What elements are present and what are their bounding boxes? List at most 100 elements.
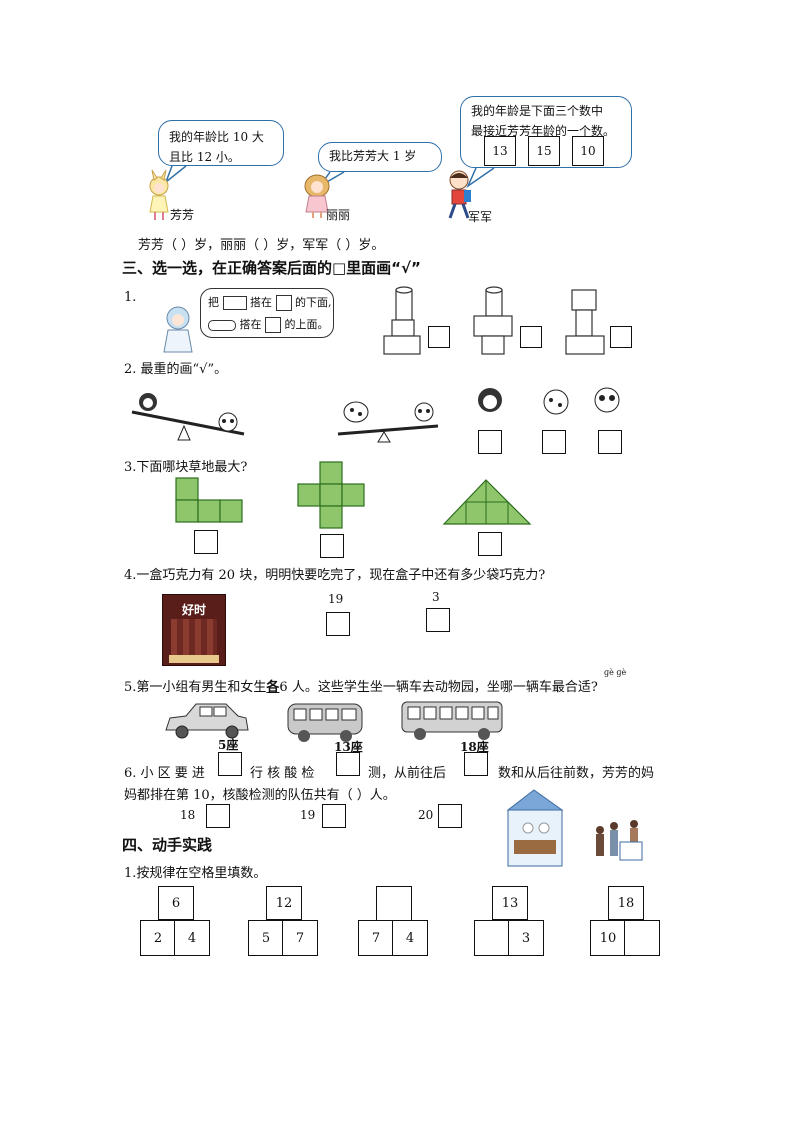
bubble-text: 我比芳芳大 1 岁 <box>329 149 417 163</box>
q5-text-part: 6 人。这些学生坐一辆车去动物园，坐哪一辆车最合适? <box>279 680 598 695</box>
q3-option-b-box[interactable] <box>320 534 344 558</box>
speech-bubble-fangfang: 我的年龄比 10 大 且比 12 小。 <box>158 120 284 166</box>
pyramid-top-cell: 13 <box>492 886 528 920</box>
block-stack-b-icon <box>473 286 513 355</box>
q4-text: 4.一盒巧克力有 20 块，明明快要吃完了，现在盒子中还有多少袋巧克力? <box>124 568 546 583</box>
q6-option-label: 19 <box>300 808 316 822</box>
q6-option-19-box[interactable] <box>322 804 346 828</box>
speech-bubble-lili: 我比芳芳大 1 岁 <box>318 142 442 172</box>
cube-icon <box>275 295 292 311</box>
q4-option-label: 3 <box>432 590 440 604</box>
cuboid-icon <box>222 296 247 310</box>
age-choice: 15 <box>528 136 560 166</box>
cube-icon <box>265 317 281 333</box>
speech-word: 搭在 <box>250 296 272 309</box>
q2-deer-box[interactable] <box>542 430 566 454</box>
age-choice: 13 <box>484 136 516 166</box>
q6-line1-a: 6. 小 区 要 进 <box>124 766 205 781</box>
q1-option-a-box[interactable] <box>428 326 450 348</box>
car-seats-label: 5座 <box>218 738 239 752</box>
speech-word: 的下面, <box>295 296 332 309</box>
q4-option-3-box[interactable] <box>426 608 450 632</box>
minibus-seats-label: 13座 <box>334 740 363 754</box>
q6-blank-2[interactable] <box>336 752 360 776</box>
pyramid-top-cell: 6 <box>158 886 194 920</box>
q1-speech-line2: 搭在 的上面。 <box>208 316 329 333</box>
speech-word: 搭在 <box>239 318 262 331</box>
section4-title: 四、动手实践 <box>122 836 213 854</box>
q6-option-20-box[interactable] <box>438 804 462 828</box>
bubble-text: 我的年龄比 10 大 <box>169 130 264 144</box>
speech-word: 的上面。 <box>284 318 329 331</box>
section3-title: 三、选一选，在正确答案后面的□里面画“√” <box>122 259 421 277</box>
pyramid-left-blank[interactable] <box>474 920 510 956</box>
q6-line1-b: 行 核 酸 检 <box>250 766 315 781</box>
pyramid-right-cell: 3 <box>508 920 544 956</box>
pyramid-right-blank[interactable] <box>624 920 660 956</box>
chocolate-box-icon: 好时 <box>162 594 226 666</box>
bubble-tails <box>164 165 495 189</box>
q5-text-part: 5.第一小组有男生和女生 <box>124 680 267 695</box>
name-fangfang: 芳芳 <box>170 208 195 222</box>
pyramid-right-cell: 4 <box>174 920 210 956</box>
q5-ruby: ɡè ɡè <box>604 668 627 677</box>
boy-junjun-icon <box>448 170 471 219</box>
pyramid-right-cell: 7 <box>282 920 318 956</box>
chocolate-brand: 好时 <box>181 603 206 617</box>
cylinder-icon <box>208 319 236 331</box>
q2-text: 2. 最重的画“√”。 <box>124 362 228 377</box>
q6-option-label: 20 <box>418 808 434 822</box>
q6-blank-1[interactable] <box>218 752 242 776</box>
pyramid-top-blank[interactable] <box>376 886 412 922</box>
bubble-text: 且比 12 小。 <box>169 150 240 164</box>
name-lili: 丽丽 <box>326 208 351 222</box>
nucleic-test-booth-icon <box>506 789 643 867</box>
block-stack-a-icon <box>383 286 421 355</box>
seesaw-deer-panda-icon <box>337 401 439 443</box>
q4-option-label: 19 <box>328 592 344 606</box>
girl-lili-icon <box>304 174 330 218</box>
q6-line2: 妈都排在第 10，核酸检测的队伍共有（ ）人。 <box>124 788 396 803</box>
pyramid-top-cell: 12 <box>266 886 302 920</box>
q1-option-b-box[interactable] <box>520 326 542 348</box>
grass-cross-shape-icon <box>297 461 365 529</box>
car-icon <box>165 703 249 739</box>
q3-option-c-box[interactable] <box>478 532 502 556</box>
seesaw-monkey-panda-icon <box>131 393 245 441</box>
q5-emphasis: 各 <box>266 680 280 695</box>
q6-option-label: 18 <box>180 808 196 822</box>
q2-panda-box[interactable] <box>598 430 622 454</box>
pyramid-right-cell: 4 <box>392 920 428 956</box>
q1-option-c-box[interactable] <box>610 326 632 348</box>
bus-icon <box>401 701 503 740</box>
age-choice: 10 <box>572 136 604 166</box>
q4-option-19-box[interactable] <box>326 612 350 636</box>
block-stack-c-icon <box>565 289 605 355</box>
monkey-icon <box>478 388 502 412</box>
q1-speech-bubble <box>200 288 334 338</box>
section4-q1-text: 1.按规律在空格里填数。 <box>124 866 267 881</box>
pyramid-left-cell: 10 <box>590 920 626 956</box>
q1-speech-line1: 把 搭在 的下面, <box>208 294 332 311</box>
girl-with-blocks-icon <box>163 306 193 353</box>
q3-option-a-box[interactable] <box>194 530 218 554</box>
q5-text: 5.第一小组有男生和女生各6 人。这些学生坐一辆车去动物园，坐哪一辆车最合适? <box>124 676 598 695</box>
q6-blank-3[interactable] <box>464 752 488 776</box>
girl-fangfang-icon <box>149 169 169 220</box>
speech-word: 把 <box>208 296 219 309</box>
bubble-text: 我的年龄是下面三个数中 <box>471 104 604 118</box>
pyramid-left-cell: 2 <box>140 920 176 956</box>
pyramid-left-cell: 5 <box>248 920 284 956</box>
pyramid-top-cell: 18 <box>608 886 644 920</box>
minibus-icon <box>287 703 363 742</box>
bus-seats-label: 18座 <box>460 740 489 754</box>
q6-option-18-box[interactable] <box>206 804 230 828</box>
name-junjun: 军军 <box>468 210 493 224</box>
grass-l-shape-icon <box>175 477 243 523</box>
grass-triangle-shape-icon <box>442 479 532 525</box>
panda-icon <box>594 387 620 413</box>
q2-monkey-box[interactable] <box>478 430 502 454</box>
q1-number: 1. <box>124 290 137 305</box>
q3-text: 3.下面哪块草地最大? <box>124 460 248 475</box>
deer-icon <box>543 389 569 415</box>
